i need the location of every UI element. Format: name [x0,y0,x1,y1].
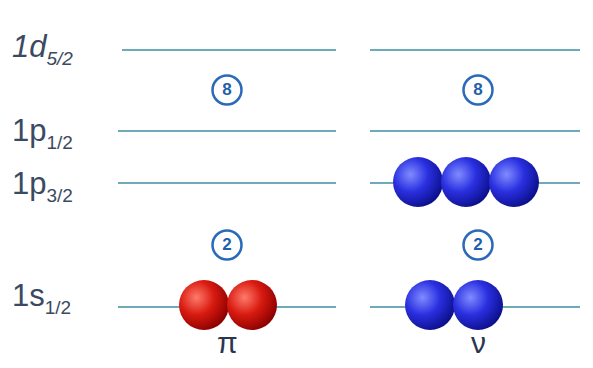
orbital-name: 1s [12,278,45,313]
orbital-name: 1p [12,166,46,201]
level-lines [118,50,580,307]
level-label: 1s1/2 [12,280,71,311]
proton-symbol: π [217,328,238,358]
gap-number: 8 [211,80,243,100]
orbital-j-subscript: 3/2 [46,185,72,206]
level-label: 1p1/2 [12,115,73,146]
orbital-name: 1p [12,113,46,148]
level-label: 1p3/2 [12,168,73,199]
gap-number: 2 [211,235,243,255]
neutron-balls [393,157,539,330]
gap-number: 8 [462,80,494,100]
gap-number: 2 [462,235,494,255]
orbital-j-subscript: 1/2 [46,132,72,153]
proton-balls [179,280,277,330]
neutron-symbol: ν [471,328,486,358]
level-label: 1d5/2 [12,31,73,62]
gap-circle: 8 [211,74,243,106]
orbital-name: 1d [12,29,46,64]
gap-circle: 2 [462,229,494,261]
orbital-j-subscript: 5/2 [46,48,72,69]
gap-circle: 8 [462,74,494,106]
gap-circle: 2 [211,229,243,261]
orbital-j-subscript: 1/2 [45,297,71,318]
